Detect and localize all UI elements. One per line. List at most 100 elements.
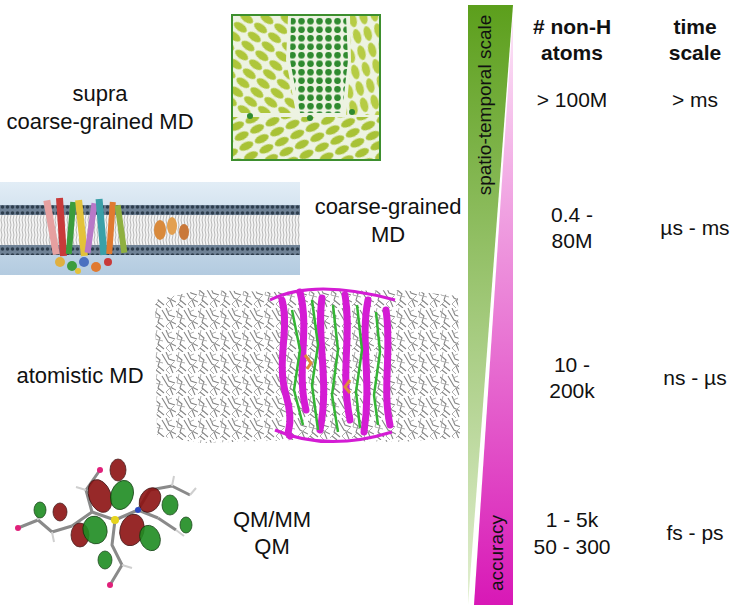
text-line: MD <box>315 220 462 248</box>
value-label: 1 - 5k <box>546 507 599 533</box>
atomistic-picture <box>345 295 350 420</box>
qm-molecule-picture <box>18 470 190 585</box>
cg-membrane-picture <box>106 202 116 254</box>
qm-molecule-picture <box>107 477 138 513</box>
supra-cg-picture <box>232 15 380 160</box>
qm-molecule-picture <box>36 476 196 568</box>
cg-membrane-picture <box>55 257 65 267</box>
qm-molecule-picture <box>53 503 67 521</box>
qm-molecule-picture <box>34 502 46 518</box>
text-line: 0.4 - <box>551 202 593 228</box>
text-line: # non-H <box>533 14 611 40</box>
qm-molecule-picture <box>110 459 126 481</box>
method-label: atomistic MD <box>16 362 143 390</box>
text-line: coarse-grained MD <box>6 107 193 135</box>
text-line: coarse-grained <box>315 193 462 221</box>
atomistic-picture <box>270 289 395 300</box>
atomistic-picture <box>305 355 350 393</box>
cg-membrane-picture <box>43 198 127 274</box>
qm-molecule-picture <box>34 477 192 569</box>
cg-membrane-picture <box>0 245 300 255</box>
cg-membrane-picture <box>154 220 166 240</box>
method-label: QM/MM <box>233 506 311 534</box>
scale-wedges <box>468 5 513 605</box>
qm-molecule-picture <box>135 484 165 517</box>
atomistic-picture <box>282 300 290 436</box>
cg-membrane-picture <box>167 217 177 235</box>
supra-cg-picture <box>232 15 380 160</box>
axis-label: accuracy <box>485 515 509 591</box>
value-label: ns - µs <box>663 365 726 391</box>
cg-membrane-picture <box>79 257 89 267</box>
supra-cg-picture <box>349 109 355 115</box>
text-line: scale <box>669 40 722 66</box>
cg-membrane-picture <box>56 198 67 256</box>
text-line: supra <box>6 80 193 108</box>
text-line: 10 - <box>549 352 595 378</box>
cg-membrane-picture <box>0 215 300 245</box>
atomistic-picture <box>386 310 390 425</box>
text-line: time <box>669 14 722 40</box>
atomistic-picture <box>345 380 350 393</box>
text-line: 200k <box>549 378 595 404</box>
atomistic-picture <box>155 289 460 443</box>
supra-cg-picture <box>233 117 379 159</box>
qm-molecule-picture <box>158 518 176 530</box>
atomistic-picture <box>292 310 303 425</box>
qm-molecule-picture <box>18 520 72 532</box>
axis-label: spatio-temporal scale <box>473 15 497 196</box>
text-line: 80M <box>551 228 593 254</box>
cg-membrane-picture <box>115 205 128 253</box>
value-label: 0.4 - 80M <box>551 202 593 255</box>
cg-membrane-picture <box>96 199 108 255</box>
atomistic-picture <box>332 305 338 432</box>
qm-molecule-picture <box>15 459 196 588</box>
qm-molecule-picture <box>98 551 112 569</box>
atomistic-picture <box>275 430 392 442</box>
cg-membrane-picture <box>0 182 300 275</box>
atomistic-picture <box>282 292 390 436</box>
atomistic-picture <box>292 300 380 432</box>
qm-molecule-picture <box>162 495 178 515</box>
qm-molecule-picture <box>180 517 192 533</box>
value-label: > 100M <box>537 87 608 113</box>
supra-cg-picture <box>307 115 313 121</box>
cg-membrane-picture <box>104 258 112 266</box>
value-label: > ms <box>672 87 718 113</box>
cg-membrane-picture <box>179 224 189 240</box>
column-header: # non-H atoms <box>533 14 611 67</box>
cg-membrane-picture <box>91 262 101 272</box>
qm-molecule-picture <box>80 513 110 546</box>
qm-molecule-picture <box>135 507 141 513</box>
value-label: 50 - 300 <box>533 534 610 560</box>
value-label: fs - ps <box>666 520 723 546</box>
value-label: µs - ms <box>660 215 729 241</box>
value-label: 10 - 200k <box>549 352 595 405</box>
atomistic-picture <box>364 300 368 432</box>
method-label: supra coarse-grained MD <box>6 80 193 135</box>
qm-molecule-picture <box>136 522 164 553</box>
column-header: time scale <box>669 14 722 67</box>
atomistic-picture <box>155 290 460 443</box>
cg-membrane-picture <box>0 182 300 275</box>
atomistic-picture <box>312 300 318 430</box>
atomistic-picture <box>374 312 380 425</box>
method-label: QM <box>254 533 289 561</box>
atomistic-picture <box>320 298 324 430</box>
qm-molecule-picture <box>36 476 196 568</box>
atomistic-picture <box>270 289 395 442</box>
supra-cg-picture <box>290 16 348 113</box>
atomistic-picture <box>356 305 362 428</box>
cg-membrane-picture <box>75 268 81 274</box>
supra-cg-picture <box>233 16 379 159</box>
text-line: atoms <box>533 40 611 66</box>
supra-cg-picture <box>346 16 379 115</box>
scale-wedges <box>474 14 513 605</box>
qm-molecule-picture <box>111 516 119 524</box>
cg-membrane-picture <box>85 203 98 253</box>
scale-wedges <box>468 5 513 605</box>
atomistic-picture <box>305 355 311 369</box>
qm-molecule-picture <box>107 582 113 588</box>
supra-cg-picture <box>233 16 296 113</box>
